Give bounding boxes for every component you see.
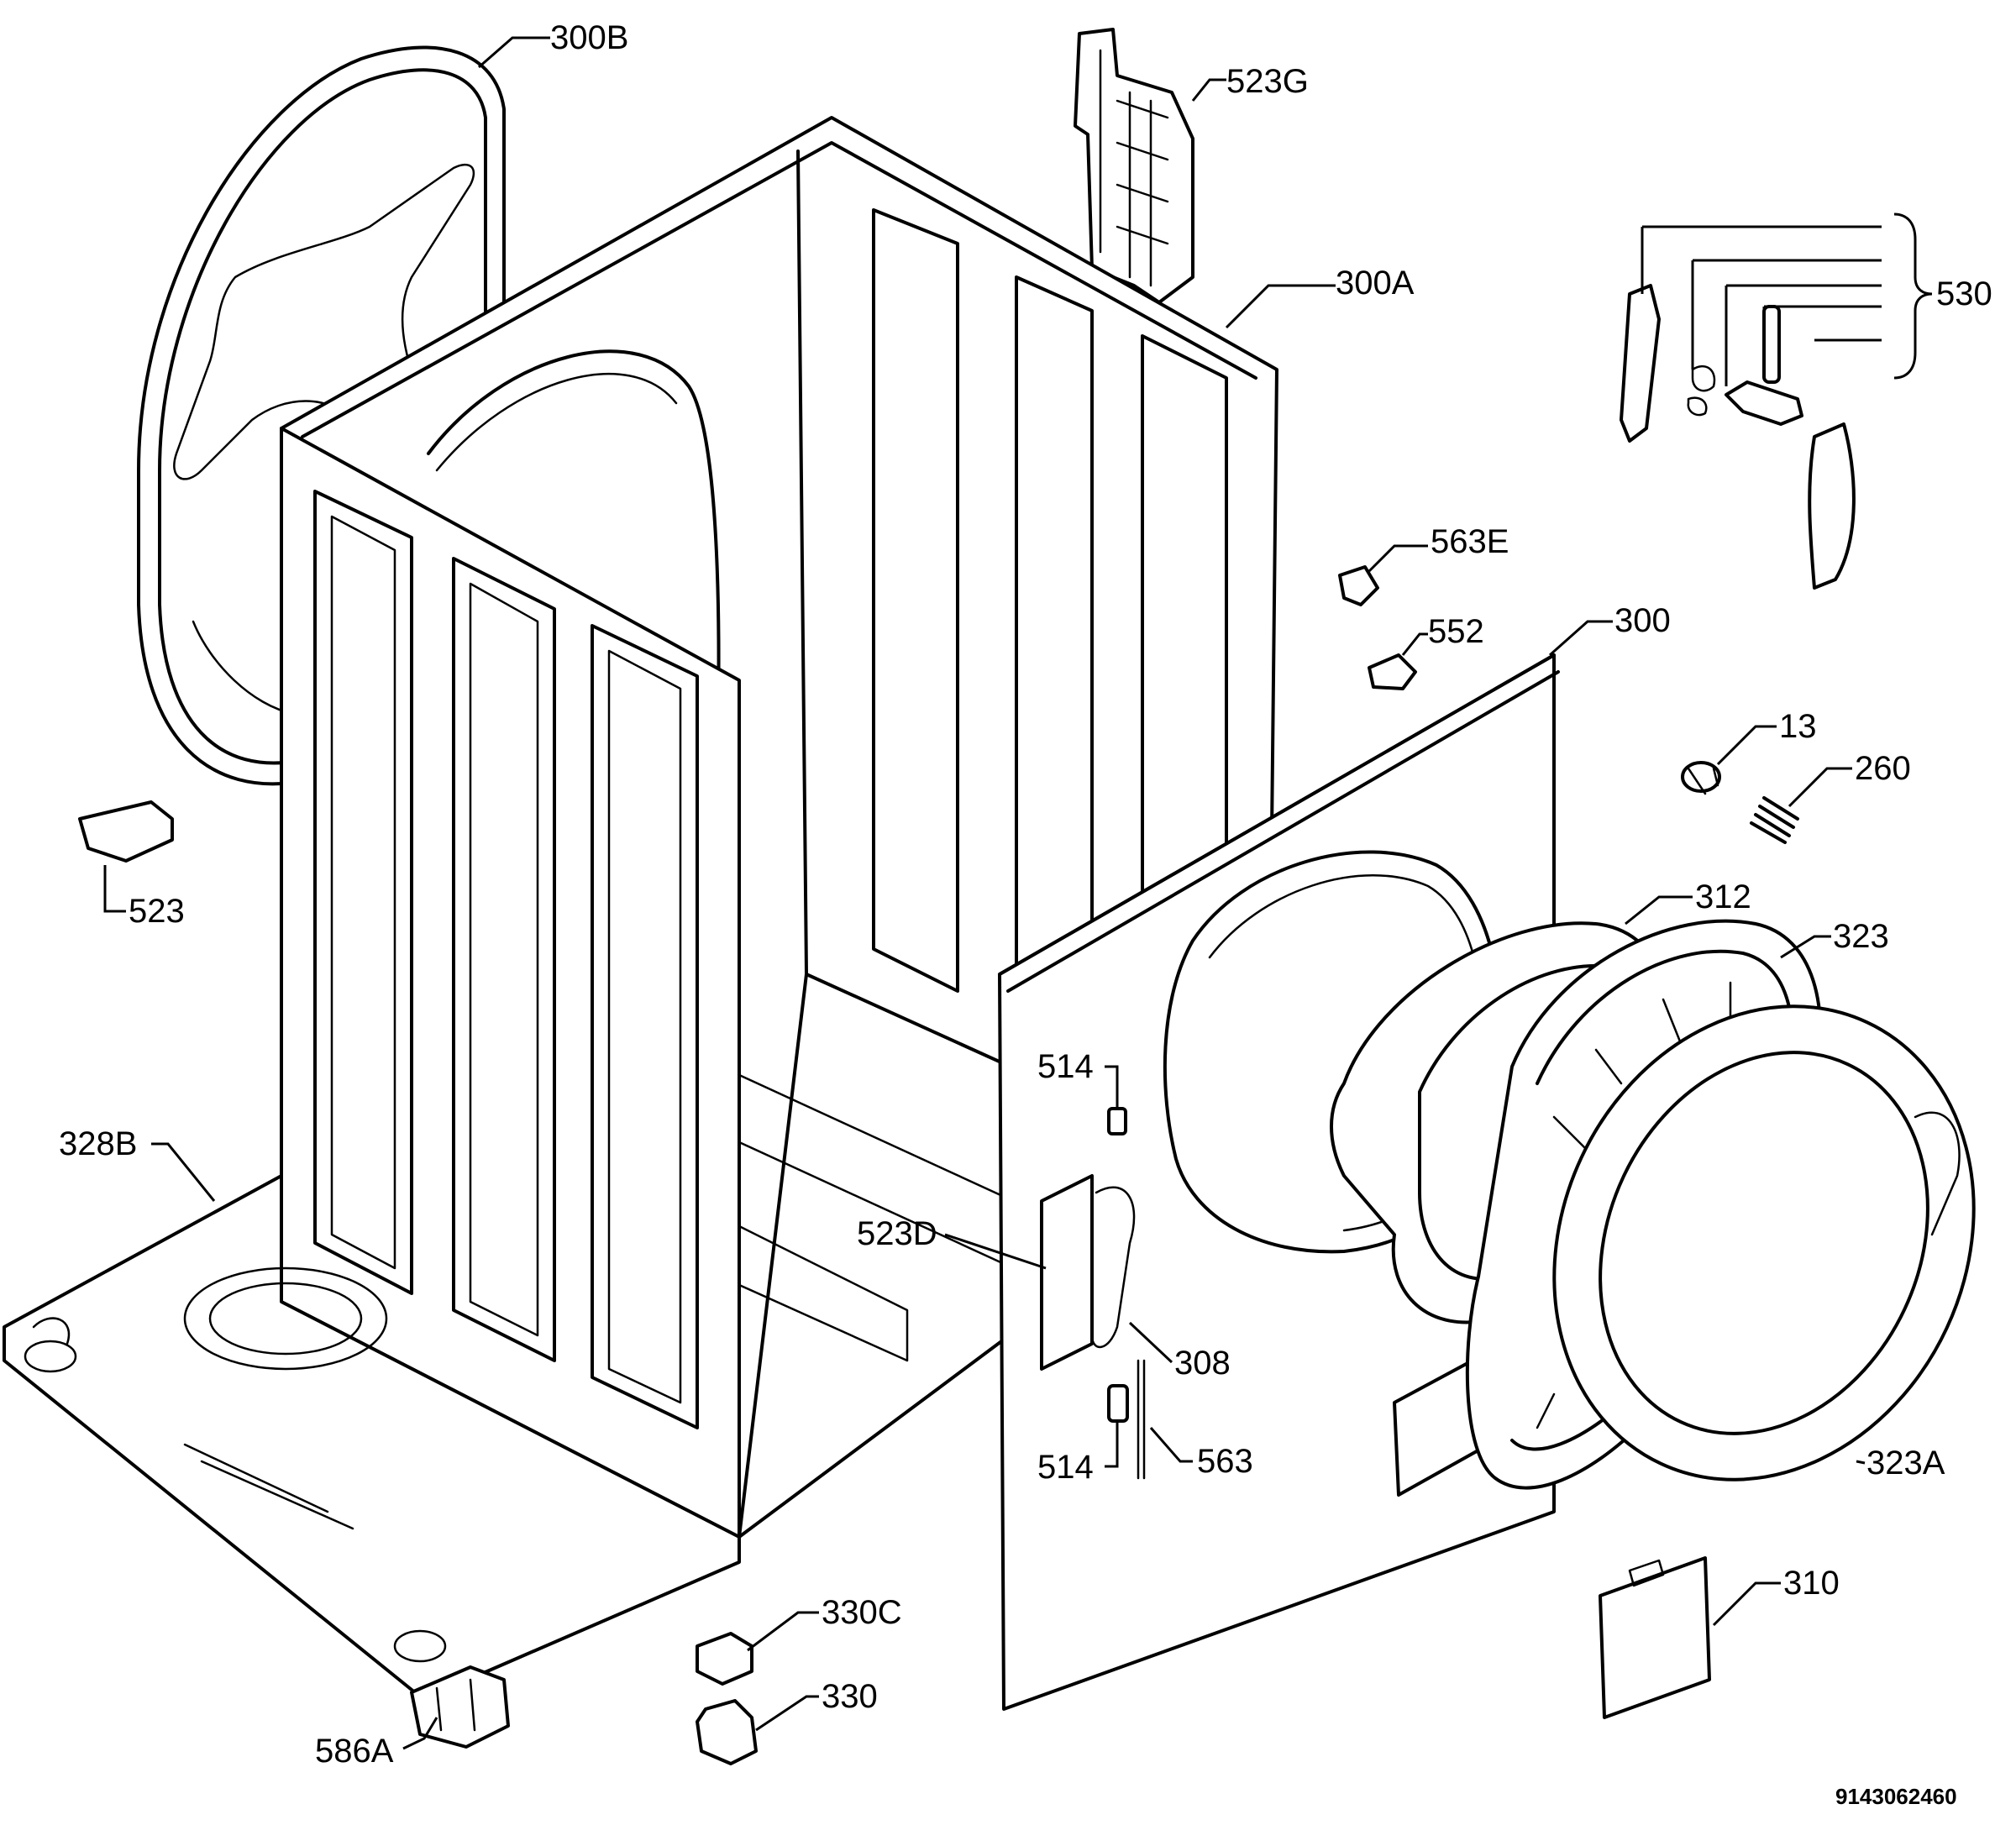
callout-312: 312 — [1695, 878, 1751, 915]
part-310-cover-flap — [1599, 1556, 1711, 1719]
callout-323a: 323A — [1866, 1445, 1945, 1482]
part-514-screw-bottom — [1107, 1384, 1129, 1423]
part-330c-fitting — [696, 1632, 753, 1686]
leader-514-bottom — [1105, 1421, 1119, 1468]
part-323a-outer-ring — [1552, 1004, 1976, 1482]
part-13-cap — [1681, 761, 1721, 795]
leader-lines — [103, 36, 1933, 1750]
leader-514-top — [1105, 1065, 1119, 1109]
leader-300 — [1549, 620, 1613, 657]
leader-523g — [1191, 78, 1226, 102]
callout-300a: 300A — [1336, 265, 1415, 302]
part-side-panel — [280, 427, 741, 1539]
callout-514-bottom: 514 — [1037, 1449, 1094, 1486]
leader-563 — [1149, 1427, 1193, 1463]
callout-13: 13 — [1779, 708, 1817, 745]
callout-300b: 300B — [550, 19, 628, 56]
part-530-handle-assembly — [1620, 284, 1856, 590]
callout-523: 523 — [129, 893, 185, 930]
callout-328b: 328B — [59, 1125, 137, 1162]
callout-300: 300 — [1614, 602, 1671, 639]
leader-530-brace — [1641, 225, 1882, 386]
leader-530-curly — [1893, 212, 1933, 380]
leader-310 — [1712, 1581, 1781, 1627]
leader-312 — [1625, 895, 1693, 926]
part-523-clip — [78, 800, 174, 863]
callout-260: 260 — [1855, 750, 1911, 787]
part-523d-hinge-plate — [1040, 1174, 1136, 1371]
part-563e-clip — [1338, 565, 1379, 606]
leader-323 — [1780, 935, 1831, 959]
leader-260 — [1788, 767, 1852, 808]
part-328b-base — [3, 1174, 741, 1698]
leader-323a — [1856, 1460, 1866, 1465]
leader-563e — [1368, 544, 1428, 573]
part-523g-bracket — [1074, 28, 1194, 304]
leader-586a — [402, 1717, 438, 1750]
callout-563: 563 — [1197, 1443, 1253, 1480]
callout-labels: 300B 523G 300A 530 563E 552 300 13 260 5… — [59, 19, 1992, 1809]
part-552-clip — [1368, 653, 1417, 690]
callout-310: 310 — [1783, 1565, 1840, 1602]
leader-330c — [747, 1611, 819, 1652]
callout-323: 323 — [1833, 918, 1889, 955]
leader-523d — [944, 1233, 1047, 1270]
leader-300a — [1225, 284, 1336, 329]
leader-523 — [103, 865, 126, 913]
callout-586a: 586A — [315, 1733, 394, 1770]
callout-523g: 523G — [1226, 63, 1309, 100]
part-563-pin — [1137, 1359, 1146, 1480]
callout-514-top: 514 — [1037, 1048, 1094, 1085]
leader-328b — [151, 1142, 216, 1202]
part-260-spring — [1750, 796, 1799, 844]
callout-523d: 523D — [857, 1215, 937, 1252]
callout-330c: 330C — [822, 1594, 902, 1631]
leader-13 — [1716, 725, 1777, 766]
leader-552 — [1401, 632, 1428, 656]
part-514-screw-top — [1107, 1107, 1127, 1135]
part-330-fitting — [696, 1699, 758, 1765]
leader-308 — [1128, 1321, 1173, 1364]
part-586a-valve — [410, 1665, 510, 1749]
callout-530: 530 — [1936, 275, 1992, 312]
callout-330: 330 — [822, 1678, 878, 1715]
callout-552: 552 — [1428, 613, 1484, 650]
drawing-number: 9143062460 — [1835, 1784, 1957, 1809]
callout-563e: 563E — [1431, 523, 1509, 560]
callout-308: 308 — [1174, 1345, 1231, 1382]
leader-330 — [755, 1695, 819, 1732]
leader-300b — [478, 36, 550, 69]
